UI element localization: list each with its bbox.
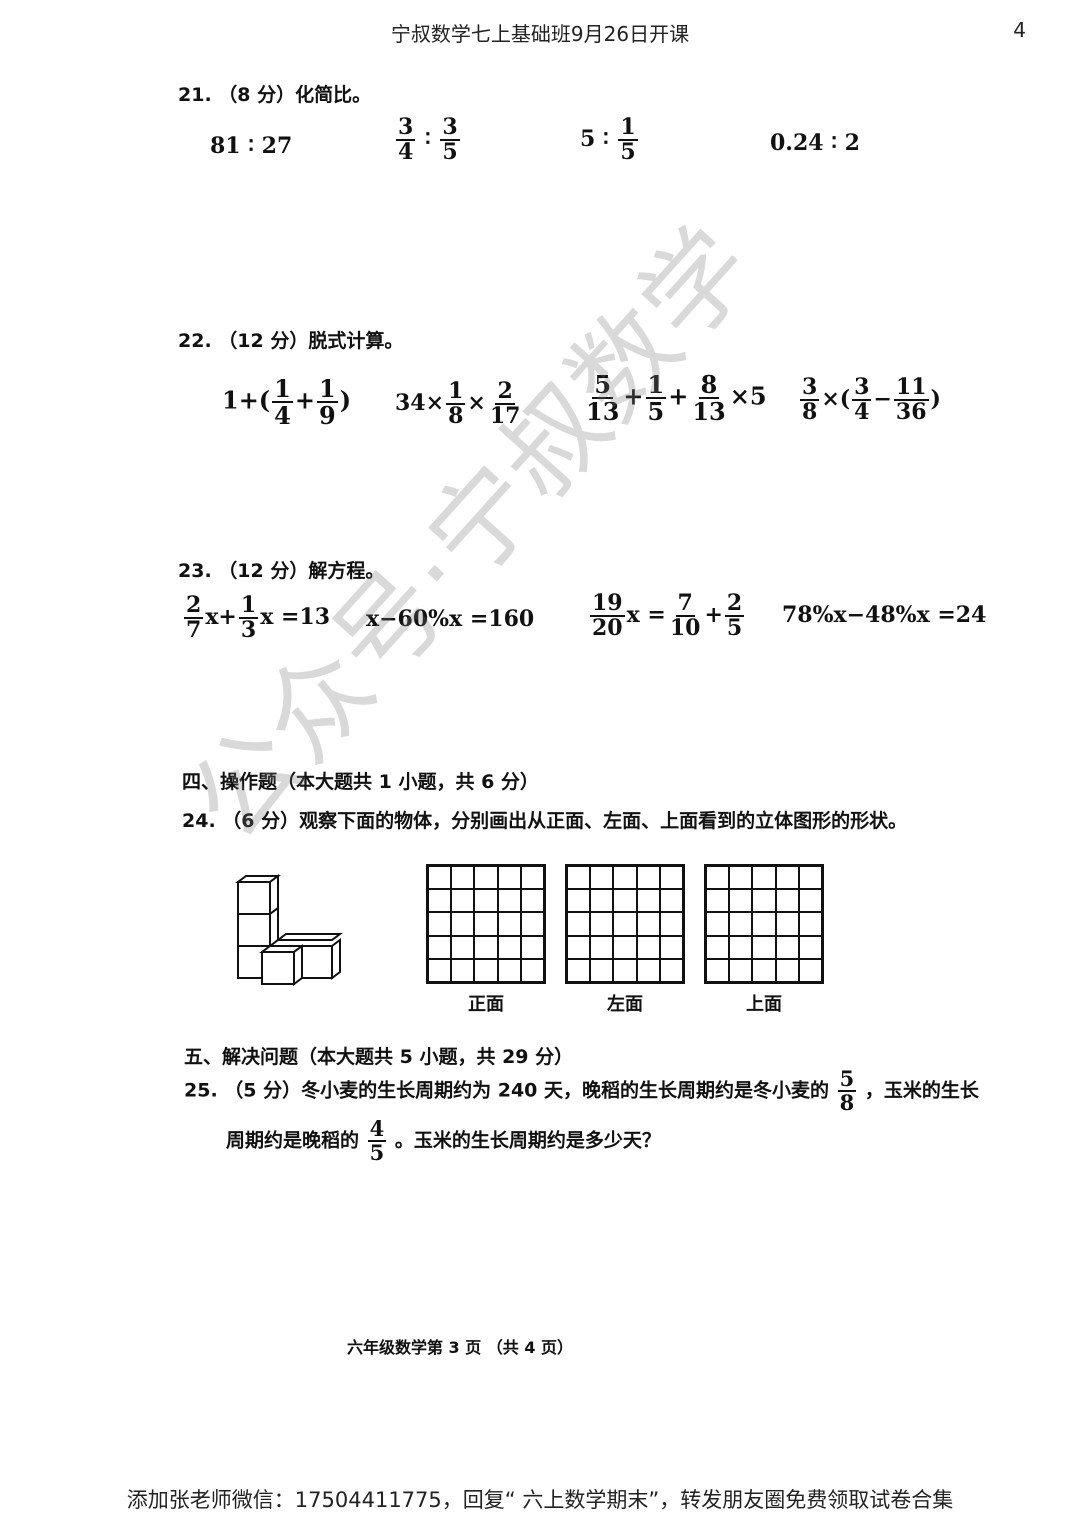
page-number: 4 bbox=[1013, 18, 1026, 42]
q23-eq-4: 78%x−48%x =24 bbox=[782, 602, 987, 628]
grid-left-view[interactable] bbox=[565, 864, 685, 984]
q23-title: 23. （12 分）解方程。 bbox=[178, 560, 385, 582]
grid-top-view[interactable] bbox=[704, 864, 824, 984]
section-4-title: 四、操作题（本大题共 1 小题，共 6 分） bbox=[182, 771, 539, 793]
label-top: 上面 bbox=[746, 994, 782, 1015]
watermark: 公众号·宁叔数学 bbox=[166, 203, 778, 863]
label-left: 左面 bbox=[607, 994, 643, 1015]
bottom-banner: 添加张老师微信：17504411775，回复“ 六上数学期末”，转发朋友圈免费领… bbox=[126, 1488, 954, 1512]
cube-solid-figure bbox=[235, 874, 343, 986]
q22-title: 22. （12 分）脱式计算。 bbox=[178, 330, 404, 352]
q21-title: 21. （8 分）化简比。 bbox=[178, 84, 372, 106]
label-front: 正面 bbox=[468, 994, 504, 1015]
q23-eq-2: x−60%x =160 bbox=[366, 606, 535, 632]
grid-front-view[interactable] bbox=[426, 864, 546, 984]
q24-title: 24. （6 分）观察下面的物体，分别画出从正面、左面、上面看到的立体图形的形状… bbox=[182, 810, 908, 832]
q25-line-1: 25. （5 分）冬小麦的生长周期约为 240 天，晚稻的生长周期约是冬小麦的 … bbox=[184, 1066, 979, 1116]
q21-item-4: 0.24 ∶ 2 bbox=[770, 130, 860, 156]
header-title: 宁叔数学七上基础班9月26日开课 bbox=[390, 22, 690, 46]
q21-item-1: 81 ∶ 27 bbox=[210, 133, 293, 159]
section-5-title: 五、解决问题（本大题共 5 小题，共 29 分） bbox=[184, 1046, 574, 1068]
page-footer: 六年级数学第 3 页 （共 4 页） bbox=[346, 1338, 574, 1357]
